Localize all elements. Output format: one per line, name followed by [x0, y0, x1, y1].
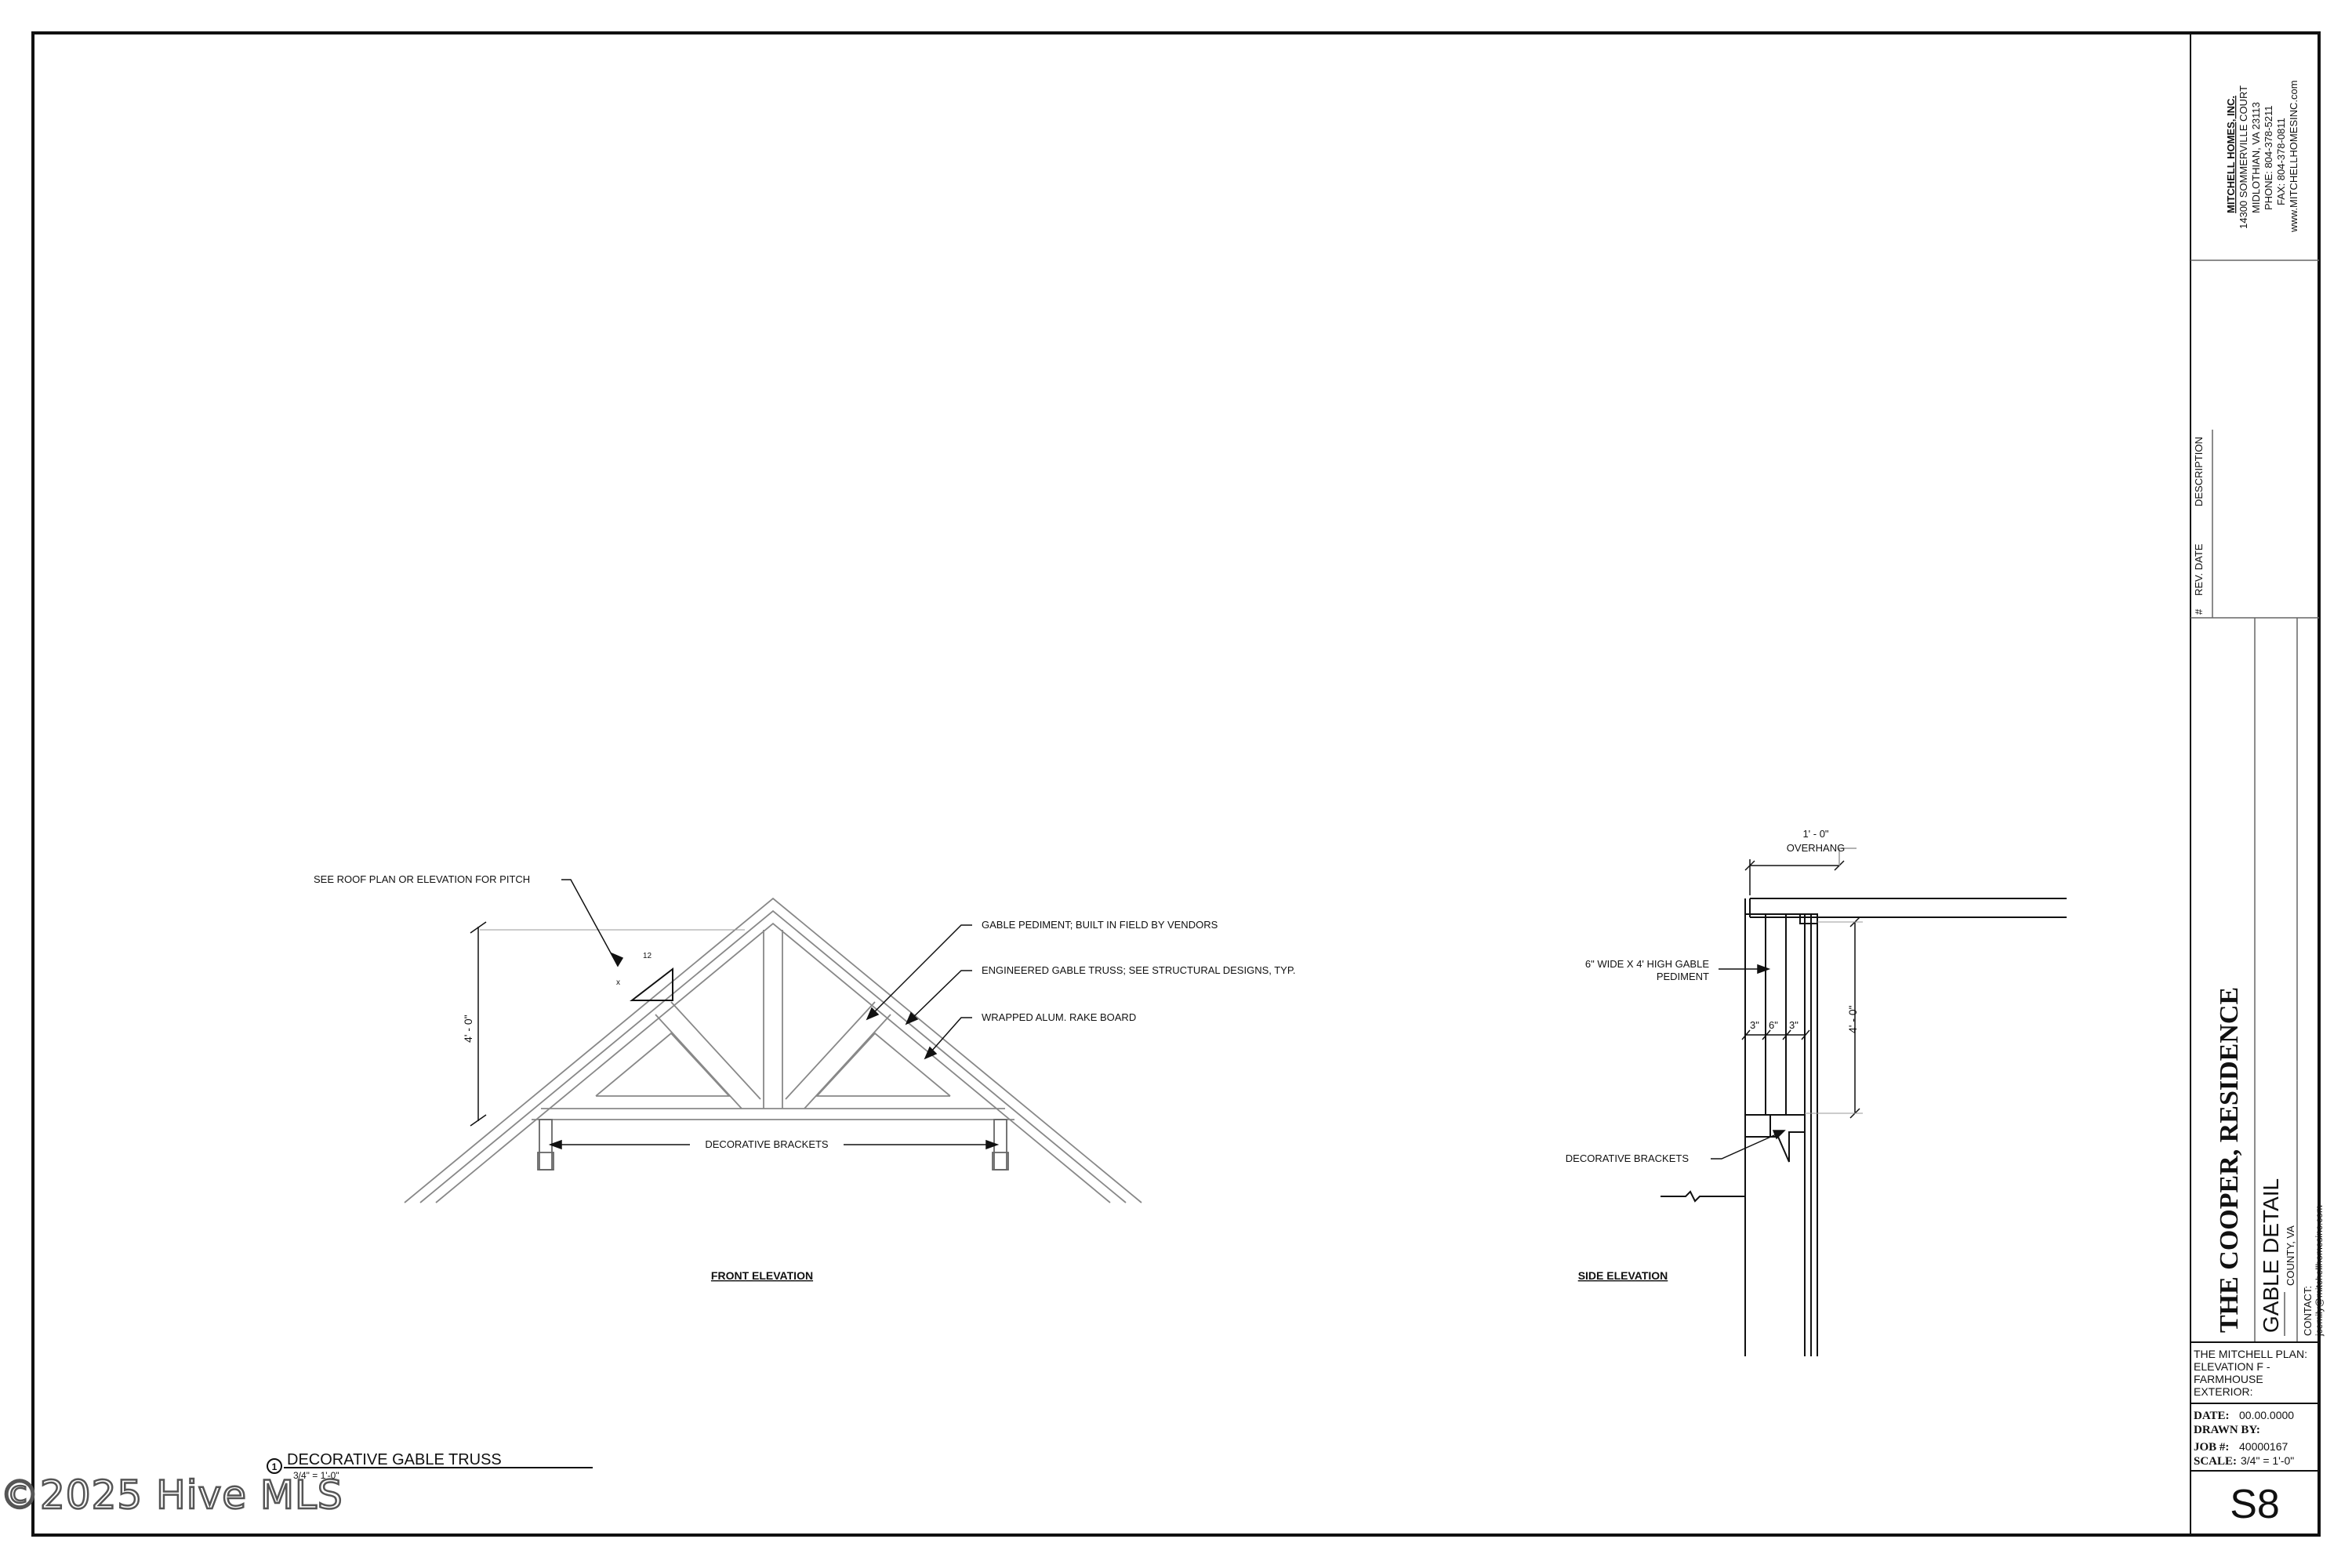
date-value: 00.00.0000	[2239, 1409, 2294, 1421]
front-rake-mid	[419, 909, 1127, 1203]
company-name: MITCHELL HOMES, INC.	[2225, 96, 2237, 213]
company-address2: MIDLOTHIAN, VA 23113	[2250, 102, 2262, 213]
pitch-run: x	[616, 978, 620, 987]
project-contact: CONTACT:	[2302, 1286, 2314, 1336]
front-height-label: 4' - 0"	[462, 1014, 474, 1043]
note-front-brackets: DECORATIVE BRACKETS	[705, 1138, 829, 1150]
side-bracket	[1744, 1114, 1806, 1163]
note-gable-pediment: GABLE PEDIMENT; BUILT IN FIELD BY VENDOR…	[982, 919, 1218, 931]
detail-title-text: DECORATIVE GABLE TRUSS	[287, 1451, 502, 1468]
detail-scale: 3/4" = 1'-0"	[293, 1470, 339, 1481]
side-notes	[1711, 964, 1786, 1160]
company-address1: 14300 SOMMERVILLE COURT	[2238, 85, 2249, 229]
side-pediment	[1744, 913, 1766, 1116]
revision-col-date: REV. DATE	[2193, 543, 2205, 596]
sheet-border	[31, 31, 2321, 1537]
job-label: JOB #:	[2194, 1441, 2229, 1454]
side-elevation	[1661, 898, 2067, 1356]
company-phone: PHONE: 804-378-5211	[2263, 106, 2274, 210]
note-pediment-size-1: 6" WIDE X 4' HIGH GABLE	[1585, 958, 1709, 970]
front-rake-outer	[404, 897, 1142, 1203]
sheet-title: GABLE DETAIL	[2259, 1178, 2283, 1333]
pitch-symbol: 12 x	[616, 952, 673, 1001]
front-elevation-label: FRONT ELEVATION	[711, 1269, 813, 1282]
note-rake-board: WRAPPED ALUM. RAKE BOARD	[982, 1011, 1136, 1023]
date-label: DATE:	[2194, 1410, 2230, 1422]
side-dim-6: 6"	[1769, 1019, 1778, 1031]
side-dim-3b: 3"	[1789, 1019, 1798, 1031]
watermark: ©2025 Hive MLS	[0, 1472, 343, 1519]
project-title-block: THE COOPER, RESIDENCE GABLE DETAIL COUNT…	[2215, 987, 2325, 1337]
company-website: www.MITCHELLHOMESINC.com	[2288, 80, 2299, 233]
note-side-brackets: DECORATIVE BRACKETS	[1566, 1152, 1690, 1164]
plan-info: THE MITCHELL PLAN: ELEVATION F - FARMHOU…	[2194, 1348, 2307, 1398]
side-overhang-label: OVERHANG	[1787, 842, 1845, 854]
plan-line-4: EXTERIOR:	[2194, 1385, 2252, 1398]
side-overhang-dimension: 1' - 0"	[1802, 828, 1828, 840]
front-height-dimension	[470, 921, 745, 1127]
note-engineered-truss: ENGINEERED GABLE TRUSS; SEE STRUCTURAL D…	[982, 964, 1295, 976]
side-elevation-label: SIDE ELEVATION	[1578, 1269, 1668, 1282]
side-dimensions	[1741, 848, 1863, 1119]
project-county: COUNTY, VA	[2285, 1225, 2296, 1286]
detail-number: 1	[272, 1461, 278, 1472]
sheet-number: S8	[2230, 1482, 2280, 1527]
front-web-right	[804, 1014, 891, 1109]
side-break-line	[1661, 1190, 1745, 1203]
side-dim-3a: 3"	[1750, 1019, 1759, 1031]
sheet-meta: DATE: 00.00.0000 DRAWN BY: JOB #: 400001…	[2194, 1409, 2294, 1468]
front-rake-inner	[435, 922, 1111, 1203]
job-value: 40000167	[2239, 1440, 2288, 1453]
detail-title: 1 DECORATIVE GABLE TRUSS 3/4" = 1'-0"	[267, 1451, 593, 1481]
side-height-label: 4' - 0"	[1846, 1005, 1859, 1033]
company-info: MITCHELL HOMES, INC. 14300 SOMMERVILLE C…	[2225, 80, 2299, 233]
drawn-by-label: DRAWN BY:	[2194, 1424, 2260, 1436]
revision-col-description: DESCRIPTION	[2193, 437, 2205, 506]
front-notes	[548, 879, 1000, 1150]
company-fax: FAX: 804-378-0811	[2275, 118, 2287, 205]
title-block	[2190, 33, 2319, 1535]
pitch-rise: 12	[643, 952, 652, 960]
plan-line-3: FARMHOUSE	[2194, 1373, 2263, 1385]
revision-table: # REV. DATE DESCRIPTION	[2193, 437, 2205, 615]
note-pediment-size-2: PEDIMENT	[1657, 971, 1709, 982]
project-title: THE COOPER, RESIDENCE	[2215, 987, 2244, 1333]
plan-line-2: ELEVATION F -	[2194, 1360, 2270, 1373]
scale-value: 3/4" = 1'-0"	[2241, 1454, 2294, 1467]
revision-col-number: #	[2193, 608, 2205, 615]
project-email: jcemily@mitchellhomesinc.com	[2314, 1205, 2325, 1337]
plan-line-1: THE MITCHELL PLAN:	[2194, 1348, 2307, 1360]
note-see-roof-plan: SEE ROOF PLAN OR ELEVATION FOR PITCH	[314, 873, 530, 885]
front-web-left	[655, 1014, 742, 1109]
scale-label: SCALE:	[2194, 1455, 2237, 1468]
front-elevation	[404, 897, 1142, 1203]
